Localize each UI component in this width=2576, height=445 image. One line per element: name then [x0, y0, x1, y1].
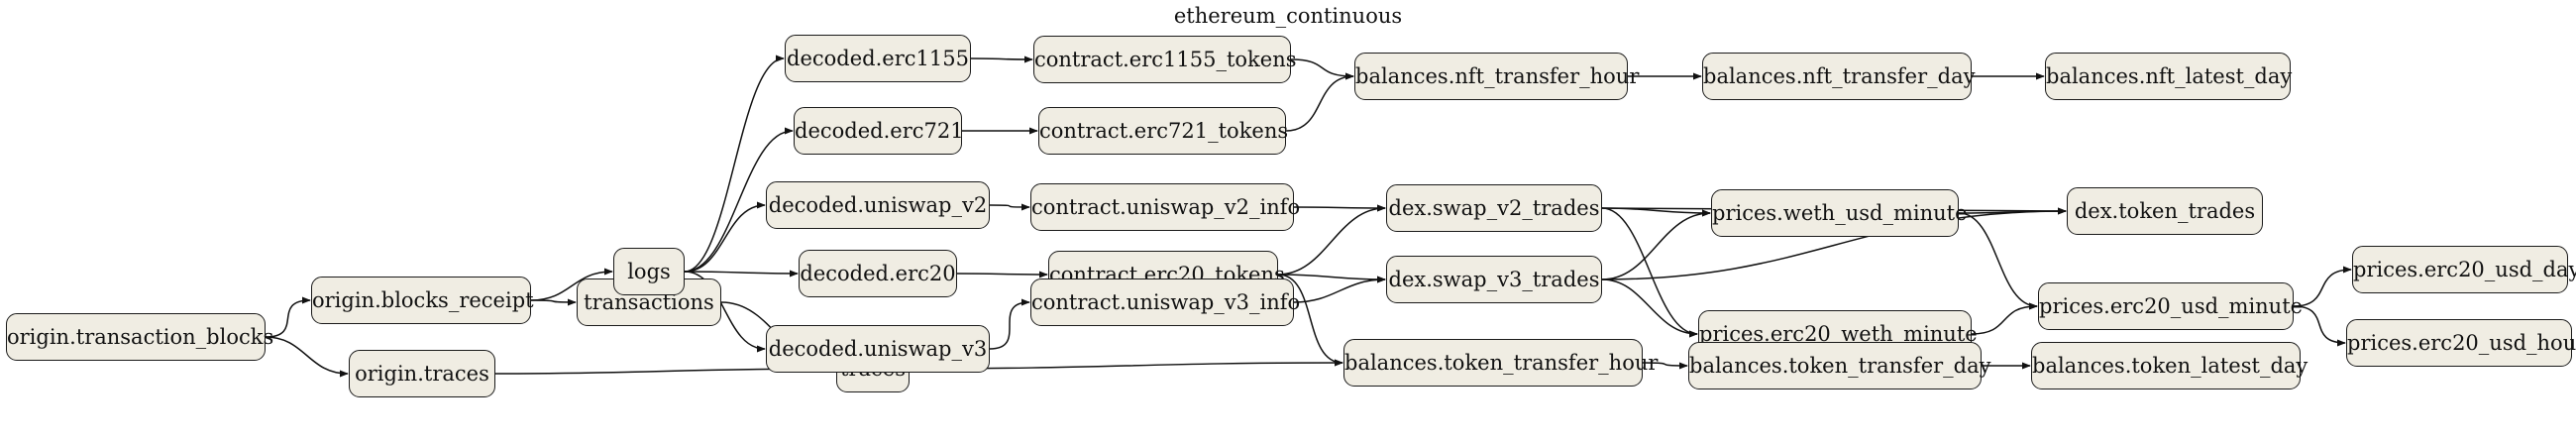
- node-balances-nft-latest-day[interactable]: balances.nft_latest_day: [2045, 53, 2292, 100]
- node-decoded-erc1155[interactable]: decoded.erc1155: [785, 35, 971, 82]
- edge-prices-erc20-usd-minute-to-prices-erc20-usd-hour: [2293, 305, 2346, 347]
- edge-logs-to-decoded-erc721: [684, 127, 794, 273]
- node-origin-traces[interactable]: origin.traces: [349, 350, 495, 397]
- node-decoded-erc721[interactable]: decoded.erc721: [794, 107, 964, 155]
- edge-contract-uniswap-v2-info-to-dex-swap-v2-trades: [1293, 204, 1386, 212]
- edge-dex-swap-v2-trades-to-prices-weth-usd-minute: [1601, 207, 1711, 217]
- edge-origin-transaction-blocks-to-origin-traces: [265, 336, 349, 378]
- node-origin-transaction-blocks[interactable]: origin.transaction_blocks: [6, 313, 273, 361]
- edge-decoded-erc20-to-contract-erc20-tokens: [956, 271, 1048, 278]
- node-dex-swap-v3-trades[interactable]: dex.swap_v3_trades: [1386, 256, 1602, 303]
- edge-prices-erc20-weth-minute-to-prices-erc20-usd-minute: [1971, 302, 2038, 335]
- edge-balances-token-transfer-hour-to-balances-token-transfer-day: [1642, 362, 1688, 370]
- edge-prices-weth-usd-minute-to-prices-erc20-usd-minute: [1958, 212, 2038, 310]
- edge-dex-swap-v3-trades-to-prices-erc20-weth-minute: [1601, 278, 1698, 338]
- edge-origin-blocks-receipt-to-logs: [530, 268, 613, 301]
- edge-decoded-uniswap-v3-to-contract-uniswap-v3-info: [989, 298, 1030, 350]
- node-contract-erc1155-tokens[interactable]: contract.erc1155_tokens: [1033, 36, 1297, 83]
- edge-decoded-erc1155-to-contract-erc1155-tokens: [970, 56, 1033, 63]
- edge-prices-weth-usd-minute-to-dex-token-trades: [1958, 207, 2067, 215]
- edge-origin-transaction-blocks-to-origin-blocks-receipt: [265, 296, 311, 338]
- edge-logs-to-decoded-erc1155: [684, 55, 785, 273]
- node-balances-nft-transfer-hour[interactable]: balances.nft_transfer_hour: [1354, 53, 1639, 100]
- node-decoded-erc20[interactable]: decoded.erc20: [799, 250, 957, 297]
- node-prices-erc20-usd-day[interactable]: prices.erc20_usd_day: [2352, 246, 2576, 293]
- edge-contract-erc1155-tokens-to-balances-nft-transfer-hour: [1290, 58, 1354, 80]
- node-logs[interactable]: logs: [613, 248, 685, 295]
- node-decoded-uniswap-v2[interactable]: decoded.uniswap_v2: [766, 181, 990, 229]
- node-dex-token-trades[interactable]: dex.token_trades: [2067, 187, 2263, 235]
- edge-prices-erc20-usd-minute-to-prices-erc20-usd-day: [2293, 266, 2352, 307]
- node-balances-token-transfer-hour[interactable]: balances.token_transfer_hour: [1343, 339, 1658, 387]
- node-balances-token-transfer-day[interactable]: balances.token_transfer_day: [1688, 342, 1991, 389]
- node-contract-erc721-tokens[interactable]: contract.erc721_tokens: [1038, 107, 1288, 155]
- diagram-title: ethereum_continuous: [1173, 4, 1403, 28]
- edge-contract-erc20-tokens-to-balances-token-transfer-hour: [1277, 274, 1343, 367]
- edge-contract-erc721-tokens-to-balances-nft-transfer-hour: [1285, 72, 1354, 132]
- node-decoded-uniswap-v3[interactable]: decoded.uniswap_v3: [766, 325, 990, 373]
- node-contract-uniswap-v2-info[interactable]: contract.uniswap_v2_info: [1030, 183, 1300, 231]
- edge-dex-swap-v3-trades-to-prices-weth-usd-minute: [1601, 209, 1711, 280]
- edge-origin-blocks-receipt-to-transactions: [530, 298, 577, 306]
- node-prices-erc20-usd-hour[interactable]: prices.erc20_usd_hour: [2346, 319, 2576, 367]
- node-prices-weth-usd-minute[interactable]: prices.weth_usd_minute: [1711, 189, 1968, 237]
- node-origin-blocks-receipt[interactable]: origin.blocks_receipt: [311, 277, 534, 324]
- edge-logs-to-decoded-uniswap-v2: [684, 201, 766, 273]
- node-contract-uniswap-v3-info[interactable]: contract.uniswap_v3_info: [1030, 278, 1300, 326]
- node-balances-nft-transfer-day[interactable]: balances.nft_transfer_day: [1702, 53, 1975, 100]
- node-prices-erc20-usd-minute[interactable]: prices.erc20_usd_minute: [2038, 282, 2303, 330]
- edge-dex-swap-v3-trades-to-dex-token-trades: [1601, 207, 2067, 280]
- edge-contract-erc20-tokens-to-dex-swap-v2-trades: [1277, 204, 1386, 276]
- edge-contract-uniswap-v3-info-to-dex-swap-v3-trades: [1293, 276, 1386, 303]
- node-dex-swap-v2-trades[interactable]: dex.swap_v2_trades: [1386, 184, 1602, 232]
- edge-dex-swap-v2-trades-to-prices-erc20-weth-minute: [1601, 207, 1698, 338]
- node-balances-token-latest-day[interactable]: balances.token_latest_day: [2031, 342, 2308, 389]
- edge-logs-to-decoded-uniswap-v3: [684, 271, 766, 353]
- edge-logs-to-decoded-erc20: [684, 270, 799, 278]
- edge-contract-erc20-tokens-to-dex-swap-v3-trades: [1277, 274, 1386, 283]
- edge-decoded-uniswap-v2-to-contract-uniswap-v2-info: [989, 203, 1030, 211]
